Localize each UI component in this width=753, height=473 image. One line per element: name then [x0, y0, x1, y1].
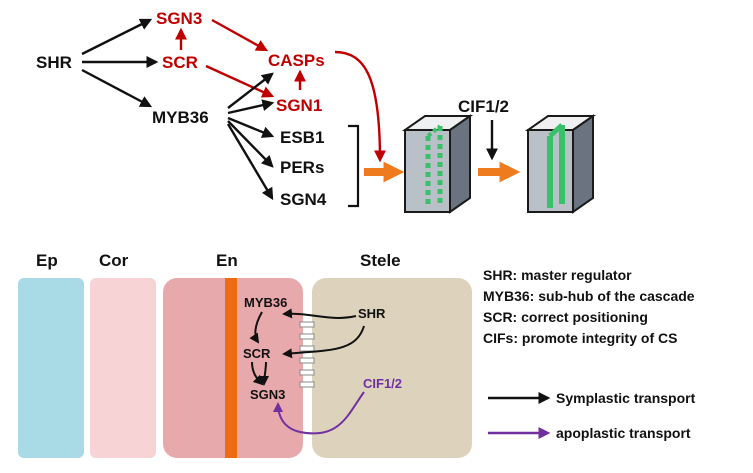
bracket — [348, 124, 360, 208]
legend-symplastic-label: Symplastic transport — [556, 390, 696, 406]
cell-box-before — [401, 114, 474, 214]
cell-label-sgn3: SGN3 — [250, 387, 285, 402]
cell-label-myb36: MYB36 — [244, 295, 287, 310]
arrow-myb36-pers — [227, 120, 274, 168]
label-pers: PERs — [280, 158, 324, 177]
label-shr: SHR — [36, 53, 72, 72]
arrow-scr-sgn3-cell-b — [259, 361, 270, 386]
arrow-shr-scr-cell — [282, 325, 365, 359]
header-ep: Ep — [36, 251, 58, 270]
cell-ep — [18, 278, 84, 458]
arrow-shr-myb36-cell — [282, 308, 357, 319]
legend-line-2: MYB36: sub-hub of the cascade — [483, 288, 695, 304]
label-sgn4: SGN4 — [280, 190, 327, 209]
header-cor: Cor — [99, 251, 129, 270]
root-layers: Ep Cor En Stele MYB36 SHR SCR SGN3 CIF1/… — [18, 251, 472, 458]
arrow-cif-sgn3-cell — [273, 391, 365, 435]
gene-network: SHR SGN3 SCR CASPs SGN1 MYB36 ESB1 PERs … — [36, 9, 597, 214]
header-en: En — [216, 251, 238, 270]
cell-box-after — [524, 114, 597, 214]
label-esb1: ESB1 — [280, 128, 324, 147]
legend-line-4: CIFs: promote integrity of CS — [483, 330, 677, 346]
cell-cor — [90, 278, 156, 458]
arrow-myb36-casps — [227, 72, 274, 109]
plasmodesmata — [299, 321, 315, 388]
casparian-strip — [225, 278, 237, 458]
arrow-casps-cs — [334, 50, 386, 163]
label-scr: SCR — [162, 53, 198, 72]
arrow-myb36-sgn1 — [227, 99, 275, 115]
header-stele: Stele — [360, 251, 401, 270]
label-cif: CIF1/2 — [458, 97, 509, 116]
cell-stele — [312, 278, 472, 458]
arrow-shr-sgn3 — [81, 18, 153, 56]
arrow-myb36-scr-cell — [249, 311, 263, 344]
cell-label-cif: CIF1/2 — [363, 376, 402, 391]
legend-line-1: SHR: master regulator — [483, 267, 632, 283]
label-sgn1: SGN1 — [276, 96, 322, 115]
label-myb36: MYB36 — [152, 108, 209, 127]
arrow-shr-myb36 — [81, 68, 153, 108]
legend-line-3: SCR: correct positioning — [483, 309, 648, 325]
arrow-myb36-esb1 — [227, 116, 275, 138]
arrow-myb36-sgn4 — [226, 123, 274, 201]
arrow-sgn3-casps — [211, 18, 269, 52]
cell-label-shr: SHR — [358, 306, 386, 321]
legend: SHR: master regulator MYB36: sub-hub of … — [483, 267, 696, 441]
cell-label-scr: SCR — [243, 346, 271, 361]
arrow-scr-sgn1 — [205, 64, 275, 98]
label-casps: CASPs — [268, 51, 325, 70]
legend-apoplastic-label: apoplastic transport — [556, 425, 691, 441]
label-sgn3: SGN3 — [156, 9, 202, 28]
